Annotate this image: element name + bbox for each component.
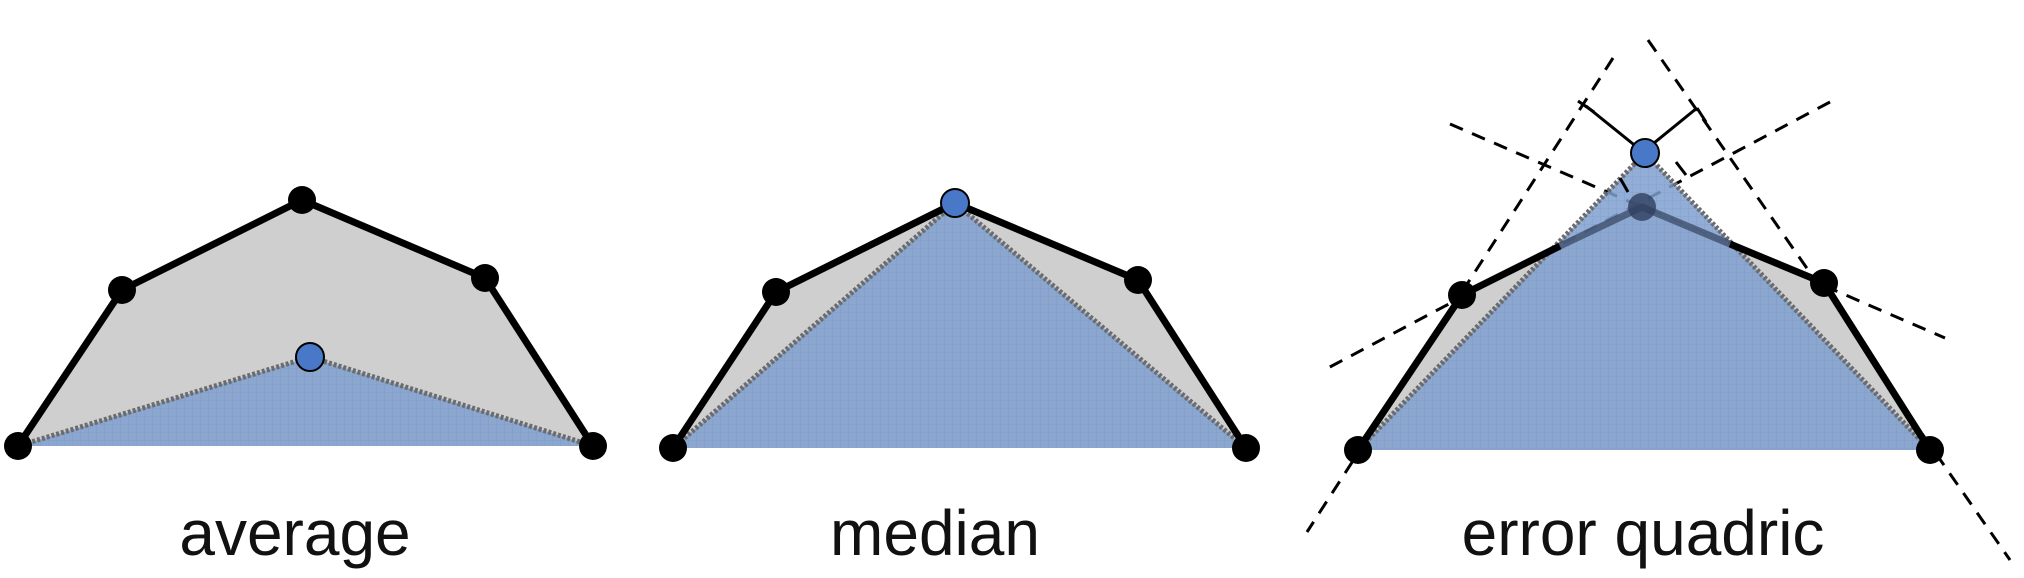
triangle-edge	[1356, 149, 1932, 452]
new-vertex-dot	[295, 342, 325, 372]
vertex-dot	[1448, 281, 1476, 309]
triangle-edge	[671, 199, 1248, 450]
gray-region	[18, 200, 593, 446]
caption-average: average	[179, 497, 410, 569]
new-vertex-dot	[940, 188, 970, 218]
vertex-dot	[288, 186, 316, 214]
caption-median: median	[830, 497, 1040, 569]
vertex-dot-hidden	[1628, 193, 1656, 221]
distance-tick	[1695, 107, 1708, 123]
panel-average: average	[4, 186, 607, 569]
blue-triangle-grid	[673, 203, 1246, 448]
vertex-dot	[1124, 266, 1152, 294]
caption-error-quadric: error quadric	[1462, 497, 1825, 569]
vertex-dot	[1344, 436, 1372, 464]
vertex-dot	[1810, 269, 1838, 297]
distance-tick	[1577, 99, 1595, 114]
distance-tick	[1674, 161, 1688, 176]
vertex-dot	[4, 432, 32, 460]
vertex-dot	[1232, 434, 1260, 462]
vertex-dot	[762, 278, 790, 306]
vertex-dot	[471, 264, 499, 292]
blue-triangle-grid	[1358, 153, 1930, 450]
new-vertex-dot	[1630, 138, 1660, 168]
vertex-dot	[659, 434, 687, 462]
vertex-dot	[108, 276, 136, 304]
vertex-dot	[1916, 436, 1944, 464]
vertex-dot	[579, 432, 607, 460]
panel-error-quadric: error quadric	[1305, 39, 2012, 569]
blue-triangle-grid	[18, 357, 593, 446]
panel-median: median	[659, 188, 1260, 569]
distance-tick	[1618, 177, 1630, 193]
